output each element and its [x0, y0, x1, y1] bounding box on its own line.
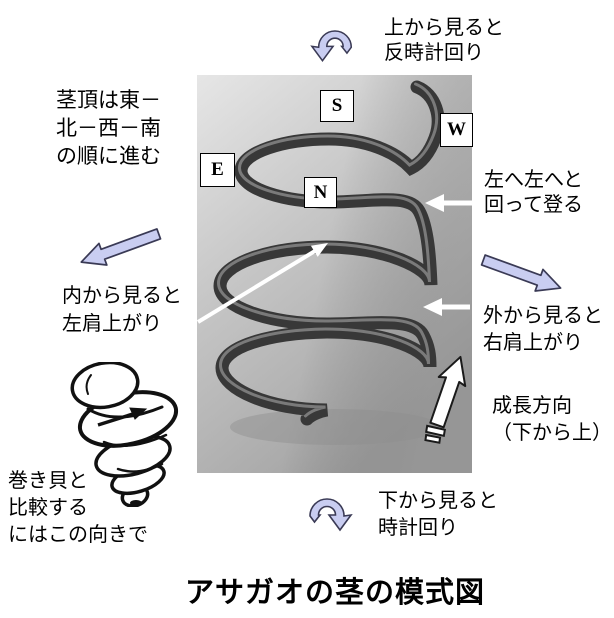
snail-comparison-note: 巻き貝と 比較する にはこの向きで	[8, 468, 148, 549]
growth-line2: （下から上）	[492, 422, 612, 444]
inner-view-line1: 内から見ると	[62, 285, 182, 307]
compass-label-north: N	[304, 177, 337, 208]
compass-label-east: E	[200, 153, 235, 187]
bottom-view-line2: 時計回り	[378, 517, 458, 539]
snail-shell-illustration	[58, 360, 180, 508]
top-view-line1: 上から見ると	[384, 17, 504, 39]
snail-line3: にはこの向きで	[8, 524, 148, 546]
outer-view-line1: 外から見ると	[483, 305, 603, 327]
climb-note: 左へ左へと 回って登る	[484, 168, 583, 218]
outer-pointer-arrow-icon	[423, 298, 470, 316]
counterclockwise-rotation-icon	[310, 20, 358, 65]
compass-south-letter: S	[331, 95, 343, 116]
compass-north-letter: N	[313, 181, 328, 203]
spring-wire	[213, 80, 445, 426]
snail-line2: 比較する	[8, 497, 88, 519]
compass-east-letter: E	[211, 159, 224, 180]
up-left-arrow-icon	[76, 225, 164, 271]
compass-label-west: W	[440, 113, 473, 147]
stem-tip-line3: の順に進む	[56, 145, 161, 168]
spring-shadow	[230, 409, 440, 445]
stem-tip-line1: 茎頂は東－	[56, 89, 161, 112]
growth-direction-note: 成長方向 （下から上）	[492, 393, 612, 447]
climb-line2: 回って登る	[484, 194, 583, 216]
inner-pointer-arrow-icon	[196, 243, 328, 324]
stem-tip-note: 茎頂は東－ 北－西－南 の順に進む	[56, 87, 161, 171]
spring-photo	[196, 75, 472, 473]
growth-direction-arrow-icon	[424, 355, 467, 444]
bottom-view-label: 下から見ると 時計回り	[378, 488, 498, 542]
up-right-arrow-icon	[479, 251, 565, 297]
snail-line1: 巻き貝と	[8, 470, 88, 492]
outer-view-line2: 右肩上がり	[483, 332, 583, 354]
climb-line1: 左へ左へと	[484, 169, 583, 191]
top-view-line2: 反時計回り	[384, 42, 484, 64]
inner-view-line2: 左肩上がり	[62, 313, 162, 335]
outer-view-note: 外から見ると 右肩上がり	[483, 303, 603, 357]
compass-west-letter: W	[447, 119, 466, 140]
inner-view-note: 内から見ると 左肩上がり	[62, 282, 182, 338]
growth-line1: 成長方向	[492, 395, 572, 417]
stem-tip-line2: 北－西－南	[56, 117, 161, 140]
page-title: アサガオの茎の模式図	[184, 577, 485, 609]
bottom-view-line1: 下から見ると	[378, 490, 498, 512]
top-view-label: 上から見ると 反時計回り	[384, 16, 504, 66]
snail-direction-arrow-icon	[97, 407, 148, 427]
clockwise-rotation-icon	[303, 487, 353, 535]
compass-label-south: S	[320, 90, 354, 122]
climb-pointer-arrow-icon	[425, 194, 472, 212]
